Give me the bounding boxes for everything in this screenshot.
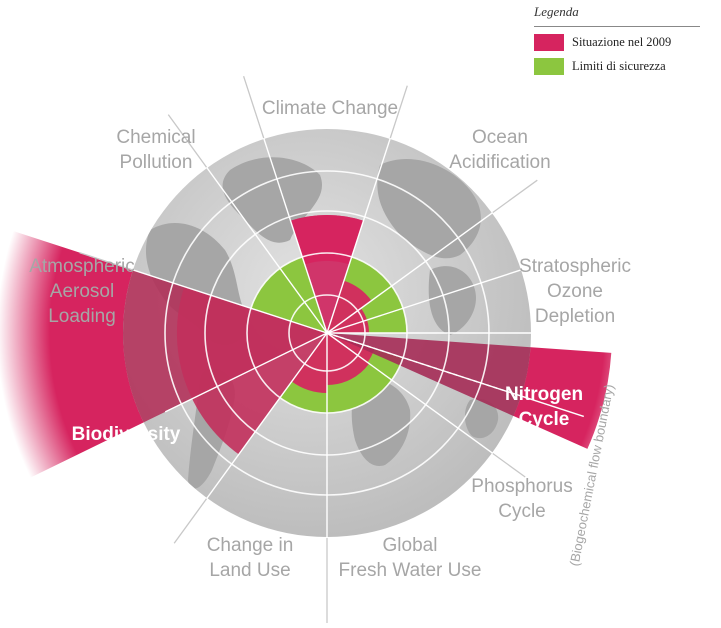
outer-spoke-7 xyxy=(79,252,133,271)
outer-spoke-3 xyxy=(492,179,538,214)
status-phosphorus xyxy=(327,333,375,363)
outer-spoke-8 xyxy=(167,114,208,168)
status-climate-inner xyxy=(304,260,350,333)
label-phosphorus-line-2: Cycle xyxy=(498,501,546,522)
biogeochemical-divider xyxy=(326,332,508,393)
label-climate-line-1: Climate Change xyxy=(262,98,398,119)
label-biodiversity-line-1: Biodiversity xyxy=(72,424,181,445)
label-phosphorus-line-1: Phosphorus xyxy=(471,476,572,497)
spoke-line-4 xyxy=(326,258,556,334)
outer-spoke-4 xyxy=(492,452,526,478)
legend-item-current: Situazione nel 2009 xyxy=(534,34,700,51)
spoke-line-10 xyxy=(164,332,328,413)
label-aerosol-line-2: Aerosol xyxy=(50,281,114,302)
label-aerosol-line-1: Atmospheric xyxy=(29,256,135,277)
outer-spoke-1 xyxy=(242,75,265,139)
label-landuse-line-2: Land Use xyxy=(209,560,290,581)
label-landuse-line-1: Change in xyxy=(207,535,294,556)
status-ocean xyxy=(327,280,372,333)
legend: Legenda Situazione nel 2009 Limiti di si… xyxy=(534,4,700,75)
label-chemical-line-2: Pollution xyxy=(120,152,193,173)
outer-spoke-2 xyxy=(389,85,408,139)
label-ozone-line-3: Depletion xyxy=(535,306,615,327)
label-nitrogen-line-1: Nitrogen xyxy=(505,384,583,405)
legend-title: Legenda xyxy=(534,4,700,27)
label-chemical-line-1: Chemical xyxy=(116,127,195,148)
label-nitrogen-line-2: Cycle xyxy=(519,409,570,430)
label-water-line-1: Global xyxy=(383,535,438,556)
label-ozone-line-1: Stratospheric xyxy=(519,256,631,277)
label-water-line-2: Fresh Water Use xyxy=(339,560,482,581)
status-nitrogen xyxy=(327,333,531,416)
legend-swatch-current xyxy=(534,34,564,51)
outer-spoke-6 xyxy=(173,498,208,544)
status-ozone xyxy=(327,308,370,333)
label-ocean-line-2: Acidification xyxy=(449,152,550,173)
label-biodiversity-line-2: Loss xyxy=(104,449,148,470)
legend-label-safe: Limiti di sicurezza xyxy=(572,59,666,73)
status-landuse xyxy=(291,333,327,393)
label-ozone-line-2: Ozone xyxy=(547,281,603,302)
safe-zone-aerosol xyxy=(250,268,327,333)
legend-swatch-safe xyxy=(534,58,564,75)
status-water xyxy=(327,333,370,386)
label-aerosol-line-3: Loading xyxy=(48,306,116,327)
legend-item-safe: Limiti di sicurezza xyxy=(534,58,700,75)
label-ocean-line-1: Ocean xyxy=(472,127,528,148)
legend-label-current: Situazione nel 2009 xyxy=(572,35,672,49)
